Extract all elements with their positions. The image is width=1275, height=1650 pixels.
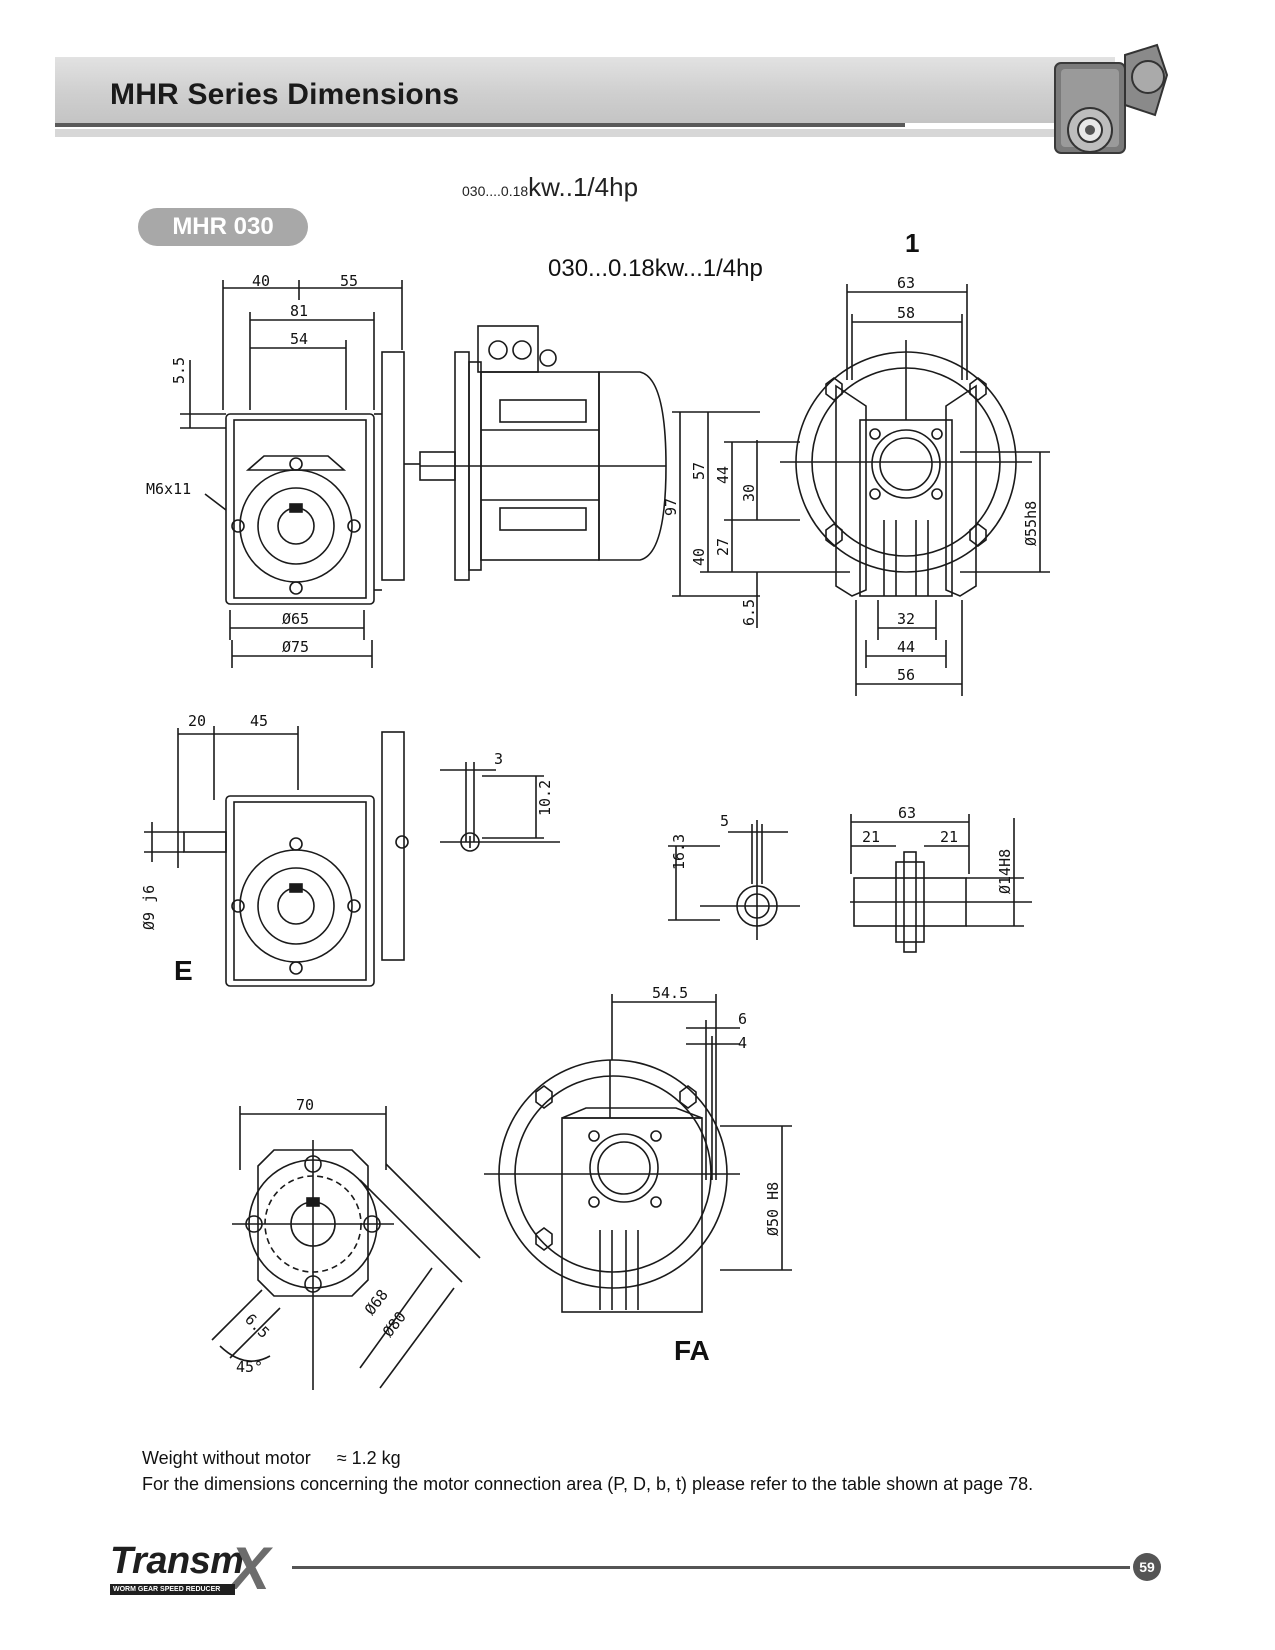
power-rating-large: 030...0.18kw...1/4hp: [548, 255, 763, 282]
header-bar: [55, 57, 1115, 123]
dim-70: 70: [296, 1096, 314, 1114]
model-badge: MHR 030: [138, 208, 308, 246]
footer-divider: [292, 1566, 1130, 1569]
transmax-logo: Transm X WORM GEAR SPEED REDUCER: [110, 1535, 290, 1602]
dim-27: 27: [714, 538, 732, 556]
hollow-shaft-detail: [850, 814, 1032, 953]
dim-21-right: 21: [940, 828, 958, 846]
dim-44: 44: [714, 466, 732, 484]
height-dimensions: [672, 411, 850, 628]
label-fa: FA: [674, 1335, 710, 1366]
dim-o75: Ø75: [282, 638, 309, 656]
fa-variant-view: [484, 994, 792, 1313]
dim-o9j6: Ø9 j6: [140, 885, 158, 930]
motor-view: [419, 325, 667, 581]
dim-58: 58: [897, 304, 915, 322]
weight-note: Weight without motor ≈ 1.2 kg: [142, 1448, 401, 1469]
dim-m6x11: M6x11: [146, 480, 191, 498]
brand-x-mark: X: [230, 1535, 271, 1602]
dim-63-shaft: 63: [898, 804, 916, 822]
header-divider: [55, 123, 905, 127]
dim-5: 5: [720, 812, 729, 830]
label-e: E: [174, 955, 193, 986]
dim-10-2: 10.2: [536, 780, 554, 816]
dim-30: 30: [740, 484, 758, 502]
dim-6-fa: 6: [738, 1010, 747, 1028]
power-rating-small: 030....0.18kw..1/4hp: [462, 172, 639, 202]
dim-o55h8: Ø55h8: [1022, 501, 1040, 546]
dim-21-left: 21: [862, 828, 880, 846]
dim-o14h8: Ø14H8: [996, 849, 1014, 894]
dim-63: 63: [897, 274, 915, 292]
dim-45-deg: 45°: [236, 1358, 263, 1376]
shaft-key-detail: [440, 762, 560, 852]
dim-40-motor: 40: [690, 548, 708, 566]
dim-o68: Ø68: [361, 1286, 392, 1318]
motor-connection-note: For the dimensions concerning the motor …: [142, 1474, 1034, 1494]
dim-55: 55: [340, 272, 358, 290]
dim-5-5: 5.5: [170, 357, 188, 384]
main-side-view: [180, 280, 420, 668]
dim-40: 40: [252, 272, 270, 290]
dim-57: 57: [690, 462, 708, 480]
dim-54: 54: [290, 330, 308, 348]
dim-97: 97: [662, 498, 680, 516]
weight-value: ≈ 1.2 kg: [336, 1448, 401, 1468]
gearbox-photo: [1054, 43, 1169, 154]
brand-name: Transm: [110, 1540, 244, 1582]
dim-6-5: 6.5: [740, 599, 758, 626]
header-shadow-bar: [55, 129, 1115, 137]
dim-4-fa: 4: [738, 1034, 747, 1052]
page-title: MHR Series Dimensions: [110, 78, 460, 111]
view-marker: 1: [905, 228, 920, 258]
dim-o50h8: Ø50 H8: [764, 1182, 782, 1236]
dim-44-flange: 44: [897, 638, 915, 656]
dim-o65: Ø65: [282, 610, 309, 628]
bore-key-detail: [668, 820, 800, 940]
dim-56: 56: [897, 666, 915, 684]
page-number: 59: [1133, 1553, 1161, 1581]
dim-54-5: 54.5: [652, 984, 688, 1002]
base-square-view: [211, 1106, 481, 1390]
dim-3: 3: [494, 750, 503, 768]
dim-81: 81: [290, 302, 308, 320]
e-variant-view: [144, 726, 409, 987]
dim-45: 45: [250, 712, 268, 730]
brand-tagline: WORM GEAR SPEED REDUCER: [110, 1584, 235, 1595]
weight-label: Weight without motor: [142, 1448, 311, 1468]
dim-16-3: 16.3: [670, 834, 688, 870]
dim-20: 20: [188, 712, 206, 730]
dim-32: 32: [897, 610, 915, 628]
dim-6-5-base: 6.5: [241, 1310, 273, 1342]
flange-front-view: [780, 284, 1050, 696]
